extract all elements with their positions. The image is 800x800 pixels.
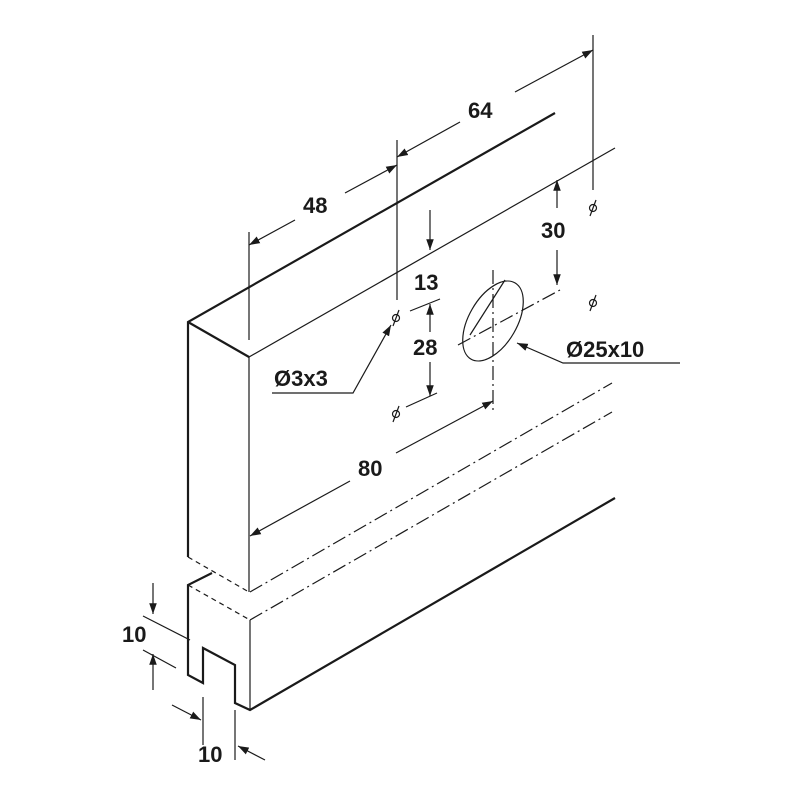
dimension-80: 80 bbox=[249, 400, 494, 537]
profile-lower-body bbox=[186, 382, 616, 712]
small-hole-icon bbox=[588, 199, 598, 217]
small-holes bbox=[391, 199, 598, 423]
large-hole bbox=[457, 270, 561, 412]
dimension-label: 28 bbox=[413, 335, 437, 360]
dimension-label: 10 bbox=[122, 622, 146, 647]
small-hole-icon bbox=[391, 309, 401, 327]
dimension-10-height: 10 bbox=[122, 583, 191, 690]
dimension-13: 13 bbox=[414, 210, 438, 295]
small-hole-icon bbox=[588, 294, 598, 312]
dimension-64: 64 bbox=[396, 35, 594, 300]
dimension-28: 28 bbox=[405, 298, 441, 408]
small-hole-callout: Ø3x3 bbox=[272, 324, 392, 394]
callout-label: Ø3x3 bbox=[274, 366, 328, 391]
large-hole-callout: Ø25x10 bbox=[516, 337, 680, 364]
small-hole-icon bbox=[391, 405, 401, 423]
dimension-label: 10 bbox=[198, 742, 222, 767]
profile-upper-body bbox=[186, 112, 616, 593]
dimension-10-width: 10 bbox=[171, 697, 266, 767]
dimension-label: 80 bbox=[358, 456, 382, 481]
dimension-label: 13 bbox=[414, 270, 438, 295]
dimension-30: 30 bbox=[541, 180, 565, 285]
dimension-label: 30 bbox=[541, 218, 565, 243]
dimension-label: 64 bbox=[468, 98, 493, 123]
dimension-label: 48 bbox=[303, 193, 327, 218]
callout-label: Ø25x10 bbox=[566, 337, 644, 362]
dimension-48: 48 bbox=[248, 164, 398, 340]
